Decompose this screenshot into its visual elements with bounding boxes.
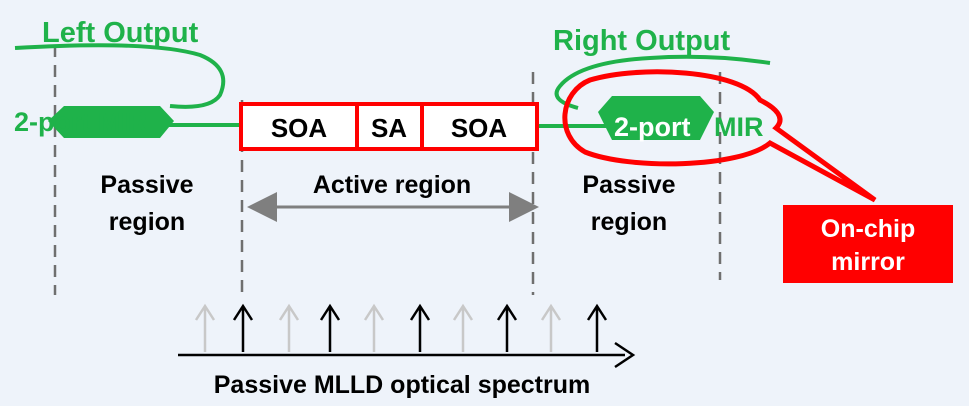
spectrum-line-faded bbox=[363, 303, 385, 352]
spectrum-line-strong bbox=[586, 303, 608, 352]
left-output-waveguide bbox=[14, 43, 226, 109]
spectrum-line-faded bbox=[194, 303, 216, 352]
spectrum-line-faded bbox=[540, 303, 562, 352]
spectrum-line-strong bbox=[232, 303, 254, 352]
onchip-label-2: mirror bbox=[831, 248, 905, 276]
right-output-waveguide bbox=[554, 54, 771, 110]
right-mir-label-a: 2-port bbox=[614, 112, 691, 142]
sa-label: SA bbox=[371, 113, 407, 143]
spectrum-line-strong bbox=[496, 303, 518, 352]
passive-right-label-1: Passive bbox=[582, 171, 675, 199]
spectrum-line-faded bbox=[278, 303, 300, 352]
passive-right-label-2: region bbox=[591, 208, 667, 236]
spectrum-line-strong bbox=[409, 303, 431, 352]
active-section: SOA SA SOA bbox=[239, 102, 539, 151]
spectrum-axis-arrowhead bbox=[614, 341, 636, 369]
left-output-label: Left Output bbox=[42, 17, 199, 49]
left-mir-label: 2-port MIR bbox=[14, 107, 147, 137]
spectrum-line-faded bbox=[452, 303, 474, 352]
right-mir-shape bbox=[598, 96, 714, 140]
passive-left-label-2: region bbox=[109, 208, 185, 236]
active-region-label: Active region bbox=[313, 171, 471, 199]
left-mir-shape bbox=[48, 106, 174, 138]
right-mir-label-b: MIR bbox=[714, 112, 764, 142]
passive-left-label-1: Passive bbox=[100, 171, 193, 199]
onchip-label-1: On-chip bbox=[821, 215, 915, 243]
region-dividers bbox=[53, 45, 722, 295]
right-output-label: Right Output bbox=[553, 25, 731, 57]
spectrum-caption: Passive MLLD optical spectrum bbox=[214, 371, 591, 399]
onchip-mirror-callout: On-chip mirror bbox=[562, 69, 953, 283]
soa-left-label: SOA bbox=[271, 113, 328, 143]
soa-right-label: SOA bbox=[451, 113, 508, 143]
spectrum-line-strong bbox=[319, 303, 341, 352]
spectrum-plot bbox=[178, 303, 636, 369]
